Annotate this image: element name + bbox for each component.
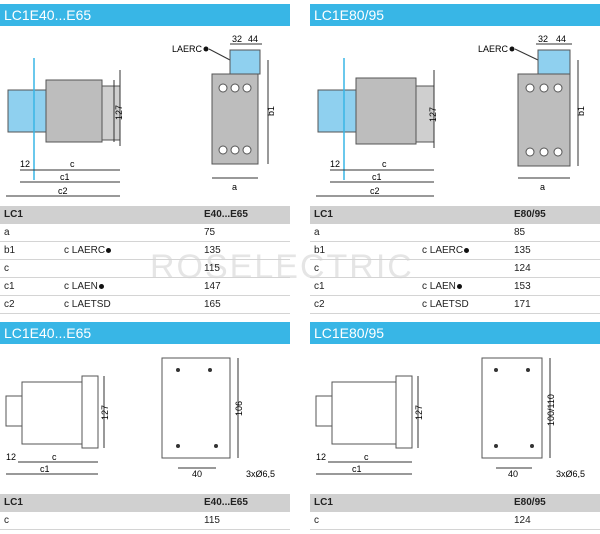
dim-40: 40 — [192, 469, 202, 478]
dim-c: c — [382, 159, 387, 169]
dim-32: 32 — [538, 34, 548, 44]
dim-44: 44 — [248, 34, 258, 44]
panel-title: LC1E80/95 — [310, 322, 600, 344]
panel-bottom-right: LC1E80/95 127 12 c c1 100/110 40 3xØ6,5 … — [310, 322, 600, 530]
table-header: LC1 E80/95 — [310, 494, 600, 512]
dim-127: 127 — [414, 405, 424, 420]
panel-title: LC1E40...E65 — [0, 4, 290, 26]
laerc-label: LAERC — [172, 44, 203, 54]
dim-c: c — [52, 452, 57, 462]
dim-12: 12 — [20, 159, 30, 169]
contactor-body — [45, 79, 103, 143]
dim-c2: c2 — [58, 186, 68, 196]
mounting-plate — [161, 357, 231, 459]
table-header: LC1 E40...E65 — [0, 206, 290, 224]
dim-a: a — [540, 182, 545, 192]
panel-title: LC1E40...E65 — [0, 322, 290, 344]
dim-44: 44 — [556, 34, 566, 44]
dim-127: 127 — [114, 105, 124, 120]
hole-spec: 3xØ6,5 — [246, 469, 275, 478]
dim-height: 100/110 — [546, 394, 556, 426]
dim-b1: b1 — [576, 106, 586, 116]
dim-40: 40 — [508, 469, 518, 478]
panel-top-right: LC1E80/95 127 12 c c1 c2 LAERC 32 44 b1 … — [310, 4, 600, 314]
hole-spec: 3xØ6,5 — [556, 469, 585, 478]
laerc-label: LAERC — [478, 44, 509, 54]
dim-c: c — [70, 159, 75, 169]
dim-a: a — [232, 182, 237, 192]
dim-b1: b1 — [266, 106, 276, 116]
table-header: LC1 E40...E65 — [0, 494, 290, 512]
table-header: LC1 E80/95 — [310, 206, 600, 224]
dim-32: 32 — [232, 34, 242, 44]
panel-title: LC1E80/95 — [310, 4, 600, 26]
dim-12: 12 — [316, 452, 326, 462]
dim-c1: c1 — [60, 172, 70, 182]
dim-c1: c1 — [352, 464, 362, 474]
dim-c1: c1 — [372, 172, 382, 182]
dim-12: 12 — [330, 159, 340, 169]
dimension-drawing-mounting: 127 12 c c1 100/110 40 3xØ6,5 — [315, 357, 585, 478]
dim-127: 127 — [100, 405, 110, 420]
dim-height: 106 — [234, 401, 244, 416]
dim-c2: c2 — [370, 186, 380, 196]
dim-c1: c1 — [40, 464, 50, 474]
panel-top-left: LC1E40...E65 127 12 c c1 c2 LAERC 32 44 … — [0, 4, 290, 314]
dim-127: 127 — [428, 107, 438, 122]
panel-bottom-left: LC1E40...E65 127 12 c c1 106 40 3xØ6,5 L… — [0, 322, 290, 530]
dimension-drawing-mounting: 127 12 c c1 106 40 3xØ6,5 — [5, 357, 275, 478]
dimension-drawing-side-front: 127 12 c c1 c2 LAERC 32 44 b1 a — [6, 34, 276, 197]
watermark: ROSELECTRIC — [150, 248, 414, 286]
dim-12: 12 — [6, 452, 16, 462]
dimension-drawing-side-front: 127 12 c c1 c2 LAERC 32 44 b1 a — [316, 34, 586, 197]
dim-c: c — [364, 452, 369, 462]
aux-block — [7, 89, 47, 133]
